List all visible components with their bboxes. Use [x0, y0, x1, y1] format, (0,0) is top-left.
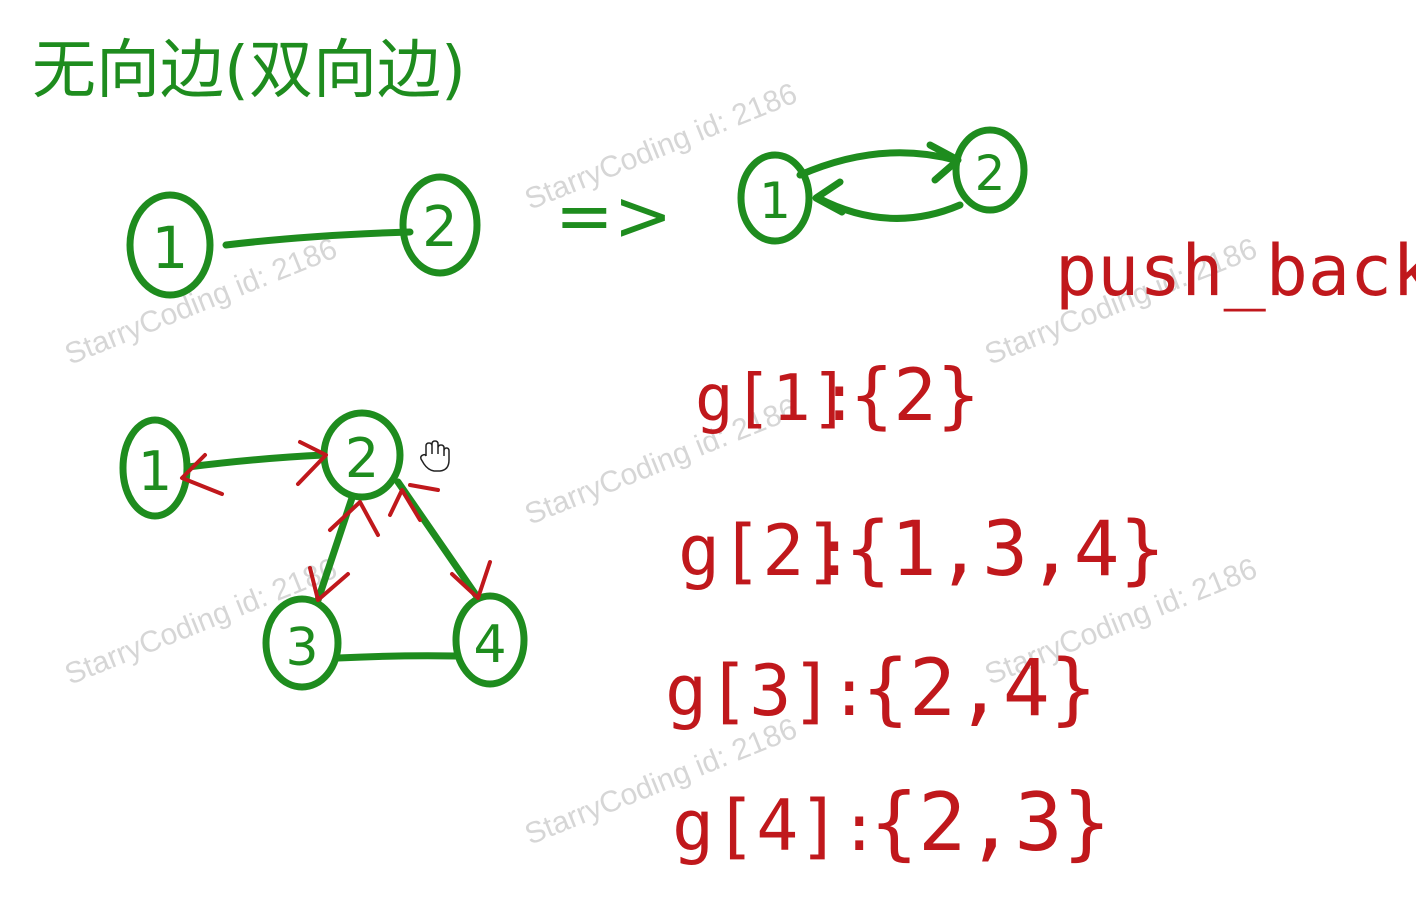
adjacency-colon: :	[815, 517, 854, 591]
node-circle	[737, 151, 813, 245]
node-label: 1	[152, 214, 189, 282]
adjacency-values: {2,3}	[870, 776, 1111, 869]
arrow-head-to-2-from-4-right	[408, 483, 440, 492]
arrow-head-to-3	[308, 566, 350, 602]
adjacency-label: g[2]	[678, 510, 847, 592]
adjacency-label: g[4]	[672, 785, 841, 867]
simple-graph-left: 1 2	[126, 173, 481, 299]
node-label: 2	[975, 146, 1006, 202]
hand-cursor-icon	[420, 440, 450, 472]
arrow-head-to-1	[180, 453, 224, 496]
arrow-head-to-2-from-1	[296, 440, 328, 486]
adjacency-row: g[4] : {2,3}	[672, 776, 1111, 869]
watermark-2: StarryCoding id: 2186	[60, 232, 341, 371]
node-label: 3	[285, 618, 318, 678]
arrow-head-to-2-from-3	[328, 500, 380, 537]
arrow-head-to-2-from-4-left	[388, 488, 422, 522]
adjacency-list: g[1] : {2} g[2] : {1,3,4} g[3] : {2,4} g…	[665, 353, 1165, 869]
transform-arrow: =>	[555, 175, 672, 257]
edge-2-4	[394, 478, 482, 602]
adjacency-values: {2,4}	[862, 644, 1097, 734]
arrow-head-to-4	[450, 560, 492, 600]
page-title: 无向边(双向边)	[32, 34, 466, 108]
directed-edge-1-to-2	[796, 149, 959, 179]
adjacency-label: g[3]	[665, 650, 834, 732]
node-label: 2	[345, 427, 379, 490]
node-circle	[452, 592, 528, 688]
adjacency-colon: :	[830, 657, 869, 731]
adjacency-colon: :	[820, 362, 859, 436]
adjacency-label: g[1]	[695, 362, 849, 436]
node-label: 1	[138, 440, 172, 503]
example-graph: 1 2 3 4	[119, 409, 528, 691]
node-label: 1	[759, 172, 791, 230]
node-circle	[262, 595, 342, 691]
adjacency-row: g[2] : {1,3,4}	[678, 504, 1165, 593]
arrow-head	[812, 178, 846, 216]
node-label: 4	[473, 615, 506, 675]
adjacency-colon: :	[840, 792, 879, 866]
method-label: push_back	[1055, 230, 1416, 312]
node-label: 2	[422, 195, 458, 260]
node-circle	[399, 173, 481, 277]
undirected-edge	[222, 228, 414, 249]
simple-graph-right: 1 2	[737, 126, 1028, 245]
node-circle	[126, 191, 214, 299]
adjacency-row: g[3] : {2,4}	[665, 644, 1097, 734]
adjacency-row: g[1] : {2}	[695, 353, 980, 437]
node-circle	[952, 126, 1028, 214]
edge-3-4	[334, 652, 460, 662]
edge-1-2	[184, 451, 328, 471]
adjacency-values: {1,3,4}	[845, 504, 1165, 593]
adjacency-values: {2}	[850, 353, 980, 437]
